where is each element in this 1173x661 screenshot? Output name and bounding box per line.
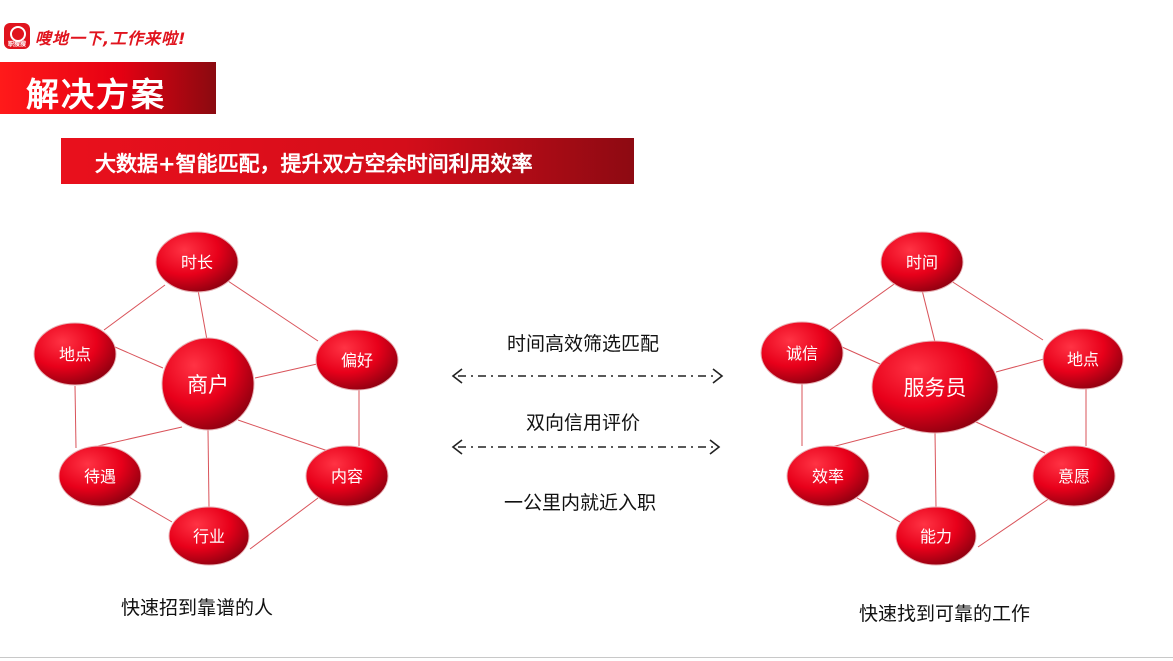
left-node-content: 内容 xyxy=(305,445,389,507)
left-node-center-merchant: 商户 xyxy=(161,337,255,431)
svg-text:诚信: 诚信 xyxy=(786,344,818,363)
right-node-efficiency: 效率 xyxy=(786,445,870,507)
subtitle-banner: 大数据+智能匹配，提升双方空余时间利用效率 xyxy=(61,138,634,184)
svg-text:地点: 地点 xyxy=(1067,350,1099,369)
middle-label-credit: 双向信用评价 xyxy=(525,412,640,434)
svg-text:商户: 商户 xyxy=(187,373,229,397)
svg-text:时长: 时长 xyxy=(181,253,213,272)
right-node-integrity: 诚信 xyxy=(760,321,844,385)
right-node-location: 地点 xyxy=(1042,328,1124,390)
svg-text:能力: 能力 xyxy=(920,527,952,546)
title-banner: 解决方案 xyxy=(0,62,216,114)
middle-arrow-bottom xyxy=(451,439,721,455)
middle-label-nearby: 一公里内就近入职 xyxy=(503,492,656,514)
logo-text: 职搜搜 xyxy=(7,41,26,48)
middle-label-matching: 时间高效筛选匹配 xyxy=(506,333,659,355)
right-graph-edges xyxy=(801,278,1087,548)
left-node-preference: 偏好 xyxy=(315,329,399,391)
right-node-willingness: 意愿 xyxy=(1032,445,1116,507)
right-node-ability: 能力 xyxy=(895,506,977,566)
bottom-divider xyxy=(0,657,1173,658)
left-caption: 快速招到靠谱的人 xyxy=(121,597,274,619)
svg-text:服务员: 服务员 xyxy=(904,376,967,400)
left-node-duration: 时长 xyxy=(155,231,239,293)
svg-text:时间: 时间 xyxy=(906,253,938,272)
left-node-benefits: 待遇 xyxy=(58,445,142,507)
svg-text:意愿: 意愿 xyxy=(1058,467,1090,486)
left-node-location: 地点 xyxy=(33,322,117,386)
svg-text:待遇: 待遇 xyxy=(84,467,116,486)
page-title: 解决方案 xyxy=(26,75,166,114)
right-caption: 快速找到可靠的工作 xyxy=(859,603,1031,625)
left-node-industry: 行业 xyxy=(168,506,250,566)
right-graph-nodes: 时间 诚信 地点 效率 意愿 能力 服务员 xyxy=(760,231,1124,566)
right-node-time: 时间 xyxy=(880,231,964,293)
svg-text:效率: 效率 xyxy=(812,467,844,486)
svg-text:地点: 地点 xyxy=(59,345,91,364)
left-graph-nodes: 时长 地点 偏好 待遇 内容 行业 商户 xyxy=(33,231,399,566)
page-subtitle: 大数据+智能匹配，提升双方空余时间利用效率 xyxy=(95,152,533,176)
logo-icon: 职搜搜 xyxy=(4,23,30,49)
slogan: 嗖地一下,工作来啦! xyxy=(35,29,187,48)
svg-text:行业: 行业 xyxy=(193,527,225,546)
svg-text:偏好: 偏好 xyxy=(341,351,373,370)
right-node-center-worker: 服务员 xyxy=(871,340,999,434)
svg-text:内容: 内容 xyxy=(331,467,363,486)
left-graph-edges xyxy=(74,280,360,550)
middle-arrow-top xyxy=(451,368,724,384)
